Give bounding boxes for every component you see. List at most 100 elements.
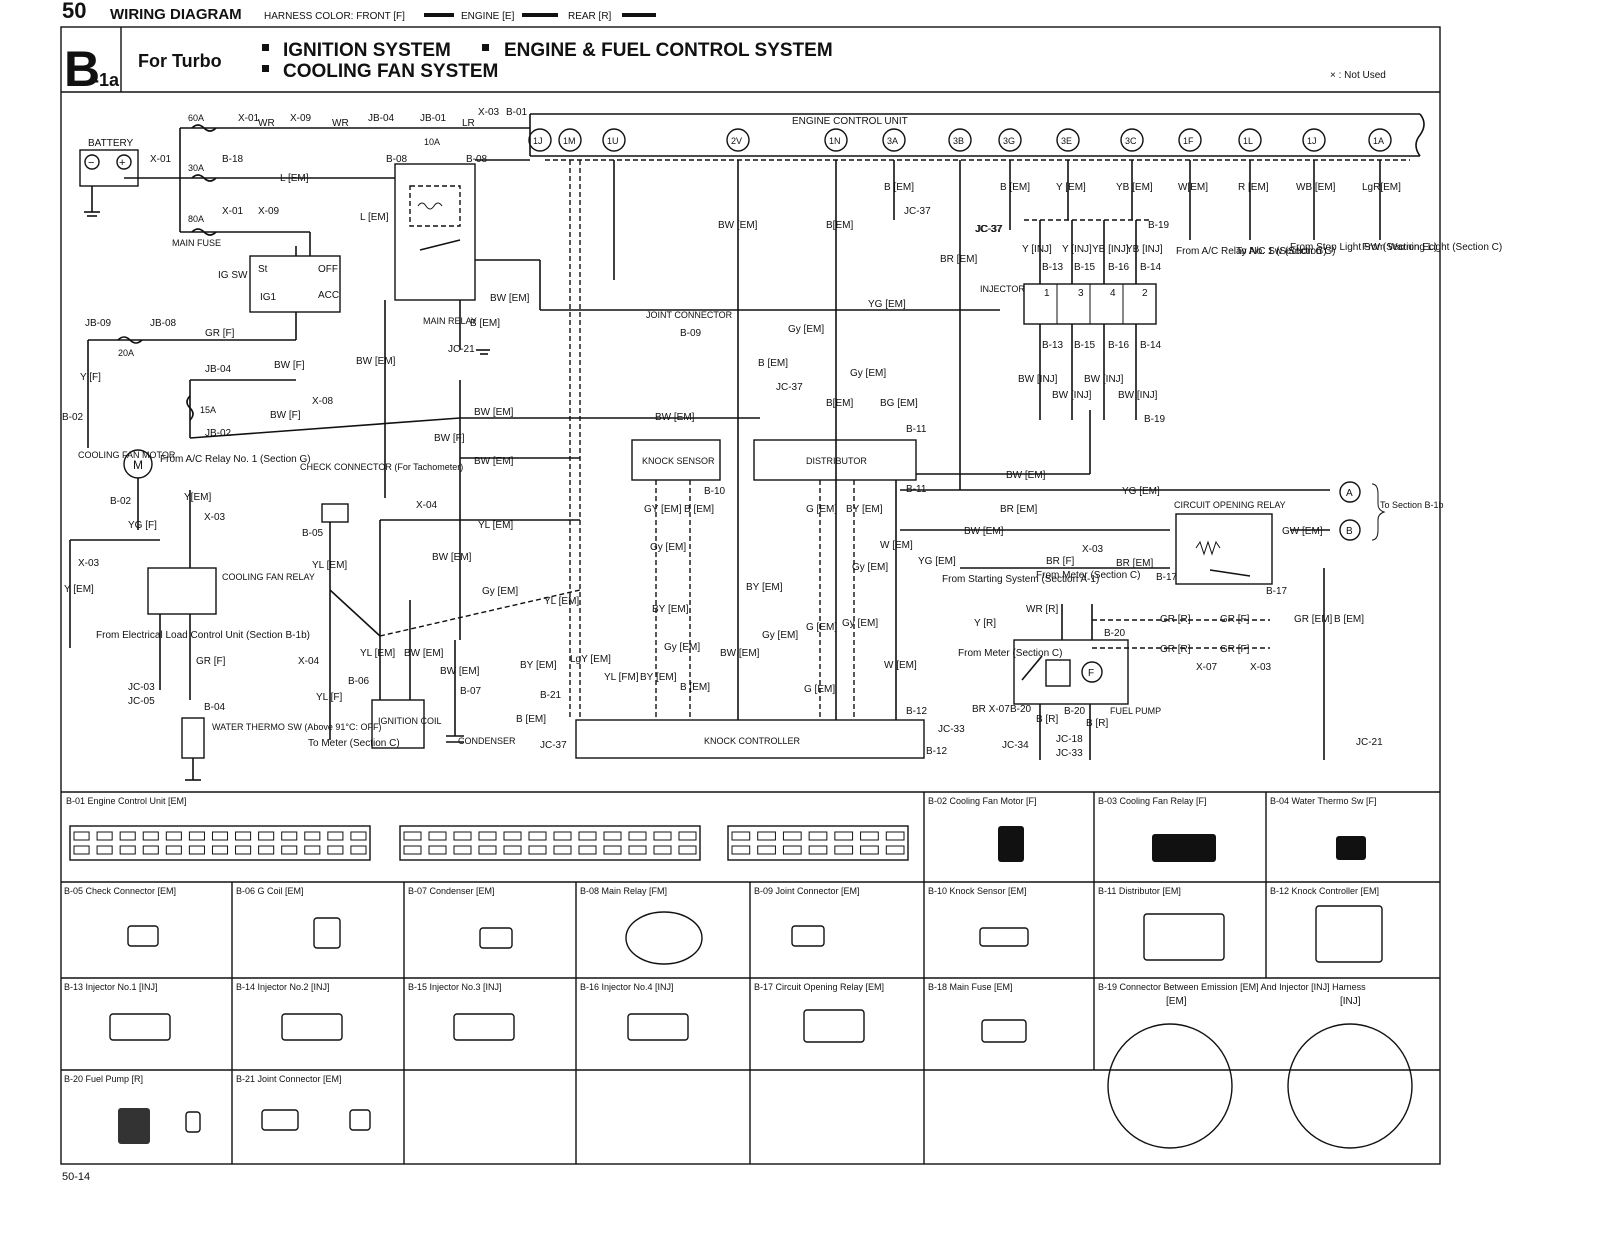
svg-text:LR: LR xyxy=(462,118,475,129)
svg-text:B-02: B-02 xyxy=(110,496,132,507)
ecu-terminal: 3G xyxy=(998,128,1022,152)
page-number: 50 xyxy=(62,0,86,23)
svg-text:St: St xyxy=(258,264,268,275)
pin-cell xyxy=(453,831,472,841)
ecu-terminal: 3B xyxy=(948,128,972,152)
svg-text:WR: WR xyxy=(332,118,349,129)
pin-cell xyxy=(258,845,275,855)
pin-cell xyxy=(782,831,802,841)
connector-panel-label: B-08 Main Relay [FM] xyxy=(580,886,667,896)
ecu-terminal-label: 1J xyxy=(533,136,543,146)
svg-text:JC-37: JC-37 xyxy=(904,206,931,217)
distributor: DISTRIBUTOR G [EM] BY [EM] W [EM] Gy [EM… xyxy=(753,368,956,720)
svg-text:BY [EM]: BY [EM] xyxy=(846,504,883,515)
rear-harness-swatch xyxy=(622,13,656,17)
svg-text:JC-18: JC-18 xyxy=(1056,734,1083,745)
b19-em-tag: [EM] xyxy=(1166,996,1187,1007)
knock-controller: KNOCK CONTROLLER B-12 B-12 JC-33 xyxy=(575,706,965,759)
svg-text:X-01: X-01 xyxy=(150,154,172,165)
cooling-fan-circuit: M COOLING FAN MOTOR From A/C Relay No. 1… xyxy=(64,449,381,781)
pin-cell xyxy=(96,831,113,841)
svg-text:B-10: B-10 xyxy=(704,486,726,497)
pin-cell xyxy=(281,845,298,855)
svg-text:WR: WR xyxy=(258,118,275,129)
ecu-terminal-label: 3C xyxy=(1125,136,1137,146)
main-wiring: BW [EM] BW [EM] BW [EM] X-04 YL [EM] BW … xyxy=(380,160,1401,720)
pin-cell xyxy=(350,845,367,855)
svg-text:BY [EM]: BY [EM] xyxy=(640,672,677,683)
ecu-terminal-label: 2V xyxy=(731,136,742,146)
pin-cell xyxy=(211,845,229,855)
ignition-coil-label: IGNITION COIL xyxy=(378,716,442,726)
svg-text:From Meter (Section C): From Meter (Section C) xyxy=(958,648,1062,659)
svg-text:JB-04: JB-04 xyxy=(205,364,232,375)
svg-text:3: 3 xyxy=(1078,288,1084,299)
pin-cell xyxy=(628,831,647,841)
svg-text:YB [EM]: YB [EM] xyxy=(1116,182,1153,193)
svg-text:BW [INJ]: BW [INJ] xyxy=(1018,374,1058,385)
external-notes: From A/C Relay No. 1 (Section G) To A/C … xyxy=(1176,242,1502,257)
svg-text:X-01: X-01 xyxy=(222,206,244,217)
ecu-terminal-label: 1L xyxy=(1243,136,1253,146)
pin-cell xyxy=(860,831,879,841)
pin-cell xyxy=(731,845,751,855)
from-ac-relay-g: From A/C Relay No. 1 (Section G) xyxy=(1176,246,1327,257)
ecu-terminal: 3E xyxy=(1056,128,1080,152)
pin-cell xyxy=(73,831,90,841)
fuse-30a: 30A xyxy=(188,163,204,173)
svg-text:Gy [EM]: Gy [EM] xyxy=(650,542,686,553)
svg-text:Y [EM]: Y [EM] xyxy=(1056,182,1086,193)
svg-text:YL [EM]: YL [EM] xyxy=(478,520,513,531)
svg-text:B-02: B-02 xyxy=(62,412,84,423)
ecu-terminal: 3C xyxy=(1120,128,1144,152)
fuel-pump-meter: F FUEL PUMP GR [R] GR [F] GR [R] GR [F] … xyxy=(942,556,1272,760)
svg-text:BW [F]: BW [F] xyxy=(434,433,465,444)
from-starting-note: From Starting System (Section A-1) xyxy=(942,574,1099,585)
cooling-fan-motor-label: COOLING FAN MOTOR xyxy=(78,450,176,460)
svg-text:B-12: B-12 xyxy=(926,746,948,757)
connector-panel-label: B-03 Cooling Fan Relay [F] xyxy=(1098,796,1207,806)
svg-text:B[EM]: B[EM] xyxy=(826,398,853,409)
pin-cell xyxy=(428,831,447,841)
svg-text:BY [EM]: BY [EM] xyxy=(520,660,557,671)
svg-text:B [EM]: B [EM] xyxy=(1000,182,1030,193)
svg-text:W [EM]: W [EM] xyxy=(884,660,917,671)
ecu-terminal-label: 3G xyxy=(1003,136,1015,146)
connector-panel-label: B-02 Cooling Fan Motor [F] xyxy=(928,796,1037,806)
svg-text:GY [EM]: GY [EM] xyxy=(644,504,682,515)
pin-cell xyxy=(478,831,497,841)
section-code: B xyxy=(64,41,100,97)
pin-cell xyxy=(327,831,344,841)
svg-text:B-14: B-14 xyxy=(1140,340,1162,351)
svg-text:OFF: OFF xyxy=(318,264,338,275)
svg-text:BW [F]: BW [F] xyxy=(270,410,301,421)
pin-cell xyxy=(578,845,597,855)
connector-panel-label: B-16 Injector No.4 [INJ] xyxy=(580,982,674,992)
svg-text:JB-08: JB-08 xyxy=(150,318,177,329)
fuse-10a: 10A xyxy=(424,137,440,147)
svg-text:B-20: B-20 xyxy=(1010,704,1032,715)
pin-cell xyxy=(403,845,422,855)
svg-text:B [EM]: B [EM] xyxy=(516,714,546,725)
svg-text:X-03: X-03 xyxy=(1250,662,1272,673)
connector-panel-label: B-19 Connector Between Emission [EM] And… xyxy=(1098,982,1366,992)
page-title: WIRING DIAGRAM xyxy=(110,6,242,23)
svg-text:X-03: X-03 xyxy=(78,558,100,569)
svg-text:B [EM]: B [EM] xyxy=(884,182,914,193)
ecu-label: ENGINE CONTROL UNIT xyxy=(792,116,908,127)
svg-text:B-11: B-11 xyxy=(906,484,927,495)
pin-cell xyxy=(678,831,697,841)
system-cooling-fan: COOLING FAN SYSTEM xyxy=(283,61,498,82)
pin-cell xyxy=(453,845,472,855)
svg-text:BW [EM]: BW [EM] xyxy=(720,648,760,659)
pin-cell xyxy=(73,845,90,855)
svg-text:GR [F]: GR [F] xyxy=(1220,614,1250,625)
connector-panel-label: B-04 Water Thermo Sw [F] xyxy=(1270,796,1377,806)
svg-text:1: 1 xyxy=(1044,288,1050,299)
pin-cell xyxy=(188,845,205,855)
ecu-terminal-label: 3E xyxy=(1061,136,1072,146)
svg-text:X-04: X-04 xyxy=(416,500,438,511)
knock-controller-label: KNOCK CONTROLLER xyxy=(704,736,801,746)
